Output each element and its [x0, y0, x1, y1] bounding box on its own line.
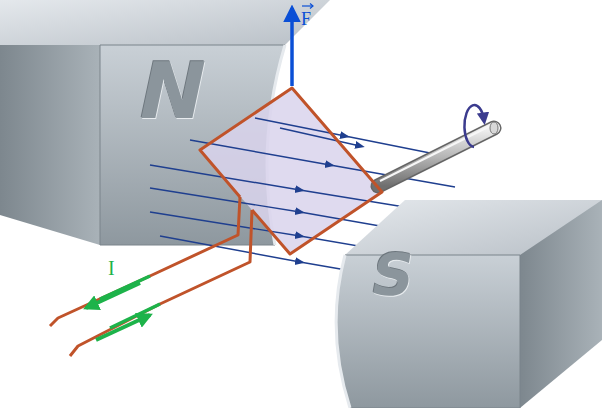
- lead-ends: [100, 276, 160, 328]
- coil-wire: [50, 88, 382, 356]
- south-magnet: [336, 200, 602, 408]
- current-arrows: [86, 283, 150, 340]
- axle: [378, 122, 498, 186]
- coil-plane: [200, 88, 382, 254]
- vector-arrow: [302, 4, 313, 9]
- current-label: I: [108, 258, 115, 278]
- rotation-arrow: [464, 105, 484, 147]
- force-label: F: [301, 10, 311, 28]
- force-arrow: [290, 8, 294, 86]
